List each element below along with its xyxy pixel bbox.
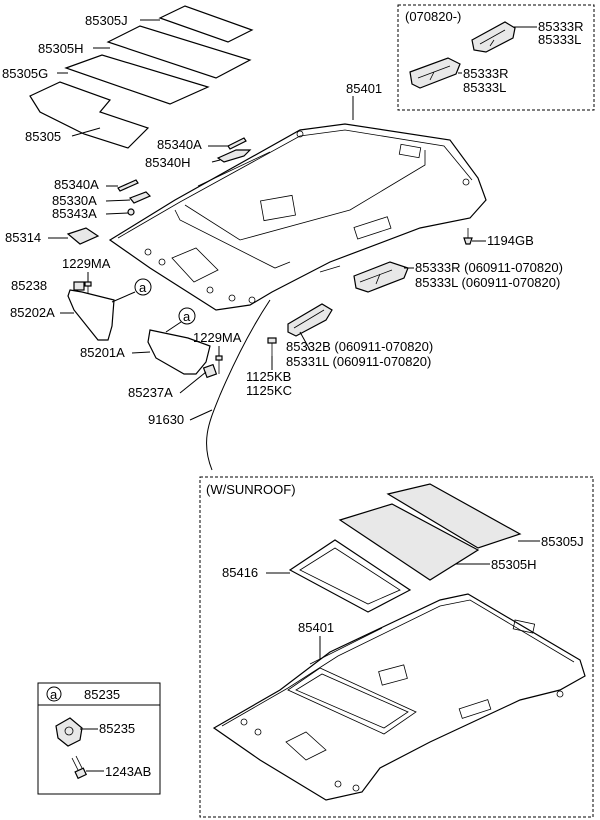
lamp-85314-icon <box>66 227 100 245</box>
bracket-85333-top-icon <box>471 21 516 53</box>
holder-85238-icon <box>73 281 85 291</box>
label-1194GB: 1194GB <box>487 233 534 248</box>
clip-85343A-icon <box>127 208 135 216</box>
label-85305J-sunroof: 85305J <box>541 534 584 549</box>
sun-visor-85202A-icon <box>67 289 115 341</box>
label-85333R-mid: 85333R (060911-070820) <box>415 260 563 275</box>
label-85305J: 85305J <box>85 13 128 28</box>
legend-circle <box>46 686 62 702</box>
clip-85330A-icon <box>129 191 152 204</box>
grab-handle-85340H-icon <box>216 149 252 163</box>
label-85416: 85416 <box>222 565 258 580</box>
legend-box <box>37 682 161 795</box>
label-85333L-mid: 85333L (060911-070820) <box>415 275 560 290</box>
variant-box-title: (070820-) <box>405 9 461 24</box>
label-85333R-top1: 85333R <box>538 19 584 34</box>
label-85235: 85235 <box>99 721 135 736</box>
label-85305: 85305 <box>25 129 61 144</box>
legend-circle-label: a <box>50 687 58 702</box>
pad-85305J-sunroof-icon <box>386 483 522 549</box>
label-85332B: 85332B (060911-070820) <box>286 339 433 354</box>
label-85333R-top2: 85333R <box>463 66 509 81</box>
label-1125KB: 1125KB <box>246 369 291 384</box>
label-85333L-top2: 85333L <box>463 80 506 95</box>
label-85202A: 85202A <box>10 305 55 320</box>
pad-85305H-sunroof-icon <box>338 503 480 581</box>
sunroof-frame-85416-icon <box>288 539 412 613</box>
label-85305H-sunroof: 85305H <box>491 557 537 572</box>
pad-85305J-icon <box>158 5 254 43</box>
callout-circle-a2 <box>178 307 196 325</box>
retainer-85235-icon <box>55 717 83 747</box>
screw-1243AB-icon <box>71 755 88 780</box>
label-85340A-2: 85340A <box>54 177 99 192</box>
pad-85305G-icon <box>64 54 210 105</box>
label-85401: 85401 <box>346 81 382 96</box>
label-91630: 91630 <box>148 412 184 427</box>
sunroof-box <box>199 476 594 818</box>
label-1229MA-2: 1229MA <box>193 330 242 345</box>
screw-1125KB-icon <box>267 337 277 356</box>
variant-box <box>397 4 595 111</box>
label-85305H: 85305H <box>38 41 84 56</box>
label-85314: 85314 <box>5 230 41 245</box>
sun-visor-85201A-icon <box>147 329 211 375</box>
legend-part-number: 85235 <box>84 687 120 702</box>
label-85340H: 85340H <box>145 155 191 170</box>
label-1229MA-1: 1229MA <box>62 256 111 271</box>
bracket-85333-mid-icon <box>353 261 409 293</box>
label-85340A-1: 85340A <box>157 137 202 152</box>
label-85401-sunroof: 85401 <box>298 620 334 635</box>
screw-1229MA-2-icon <box>215 355 223 374</box>
grab-handle-85340A-icon <box>227 137 247 150</box>
clip-1194GB-icon <box>463 228 473 245</box>
holder-85237A-icon <box>202 363 218 379</box>
callout-a1: a <box>139 280 147 295</box>
pad-85305H-icon <box>106 25 252 79</box>
bracket-85332B-icon <box>287 303 333 337</box>
callout-circle-a1 <box>134 278 152 296</box>
wiring-91630-icon <box>206 299 271 471</box>
headliner-85401-sunroof-icon <box>212 593 586 801</box>
label-85305G: 85305G <box>2 66 48 81</box>
label-85331L: 85331L (060911-070820) <box>286 354 431 369</box>
pad-85305-icon <box>29 81 150 149</box>
callout-a2: a <box>183 309 191 324</box>
sunroof-box-title: (W/SUNROOF) <box>206 482 296 497</box>
label-1243AB: 1243AB <box>105 764 151 779</box>
label-85238: 85238 <box>11 278 47 293</box>
headliner-85401-icon <box>108 123 487 311</box>
label-85333L-top1: 85333L <box>538 32 581 47</box>
label-1125KC: 1125KC <box>246 383 292 398</box>
label-85330A: 85330A <box>52 193 97 208</box>
grab-handle-85340A-2-icon <box>117 179 139 192</box>
label-85343A: 85343A <box>52 206 97 221</box>
bracket-85333-lower-icon <box>409 57 461 89</box>
label-85237A: 85237A <box>128 385 173 400</box>
label-85201A: 85201A <box>80 345 125 360</box>
